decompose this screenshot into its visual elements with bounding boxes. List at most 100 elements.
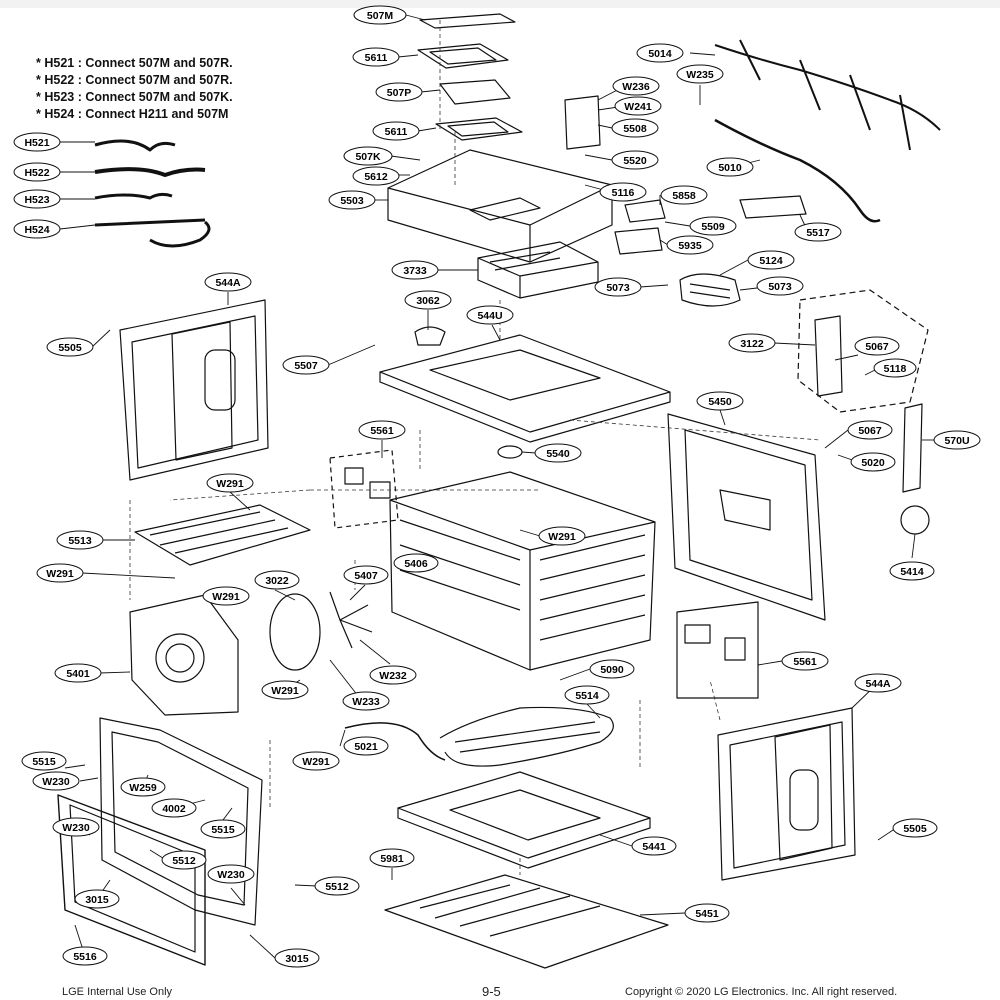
assembly-3122 [797,289,929,413]
svg-text:W259: W259 [129,782,157,794]
bracket-570u [902,403,923,493]
svg-text:W230: W230 [62,822,90,834]
top-plate-544u [379,334,671,433]
callout-5981: 5981 [369,848,415,868]
callout-5561-lower: 5561 [781,651,829,671]
svg-text:5520: 5520 [623,155,647,167]
svg-text:5090: 5090 [600,664,624,676]
door-frame-5512 [99,717,263,926]
callout-5611-lower: 5611 [372,121,420,141]
callout-h524: H524 [13,219,61,239]
callout-5561-upper: 5561 [358,420,406,440]
callout-5021: 5021 [343,736,389,756]
harness-h524 [94,218,211,248]
callout-4002: 4002 [151,798,197,818]
svg-text:5414: 5414 [900,566,924,578]
svg-text:5124: 5124 [759,255,783,267]
callout-5935: 5935 [666,235,714,255]
front-frame-5450 [667,413,826,621]
part-drawings [57,13,941,969]
note-h524: * H524 : Connect H211 and 507M [36,107,229,121]
svg-text:570U: 570U [944,435,969,447]
control-tray-5503 [387,149,613,263]
callout-5407: 5407 [343,565,389,585]
svg-text:544A: 544A [865,678,891,690]
callout-5067-upper: 5067 [854,336,900,356]
svg-text:5116: 5116 [612,187,635,199]
callout-h522: H522 [13,162,61,182]
switch-5508 [564,95,601,150]
callout-5513: 5513 [56,530,104,550]
callout-5503: 5503 [328,190,376,210]
callout-w232: W232 [369,665,417,685]
svg-text:5513: 5513 [68,535,92,547]
frame-5611-lower [435,117,523,141]
callout-w233: W233 [342,691,390,711]
callout-570u: 570U [933,430,981,450]
callout-5516: 5516 [62,946,108,966]
callout-w291-a: W291 [206,473,254,493]
note-h523: * H523 : Connect 507M and 507K. [36,90,233,104]
callout-5451: 5451 [684,903,730,923]
callout-5073-right: 5073 [756,276,804,296]
svg-text:5505: 5505 [58,342,82,354]
svg-text:3015: 3015 [85,894,109,906]
duct-5540 [497,445,523,459]
svg-text:5505: 5505 [903,823,927,835]
svg-text:5611: 5611 [385,126,408,138]
callout-w230-a: W230 [32,771,80,791]
callout-5505-right: 5505 [892,818,938,838]
svg-text:H522: H522 [24,167,49,179]
svg-text:5067: 5067 [858,425,882,437]
svg-text:5516: 5516 [73,951,97,963]
svg-text:W291: W291 [46,568,74,580]
svg-text:544U: 544U [477,310,502,322]
svg-text:4002: 4002 [162,803,186,815]
relay-5858 [624,199,666,223]
svg-text:W232: W232 [379,670,407,682]
svg-text:W291: W291 [302,756,330,768]
callout-5509: 5509 [689,216,737,236]
bottom-tray-5441 [397,771,651,859]
wire-5021 [344,722,446,761]
callout-5010: 5010 [706,157,754,177]
callout-w291-d: W291 [538,526,586,546]
callout-h523: H523 [13,189,61,209]
svg-text:5561: 5561 [793,656,817,668]
svg-text:3015: 3015 [285,953,309,965]
door-trim-5516 [57,794,206,966]
callout-w291-e: W291 [261,680,309,700]
callout-w241: W241 [614,96,662,116]
callout-w236: W236 [612,76,660,96]
svg-text:5073: 5073 [606,282,630,294]
callout-5406: 5406 [393,553,439,573]
callout-w291-f: W291 [292,751,340,771]
svg-text:5508: 5508 [623,123,647,135]
callout-5512-left: 5512 [161,850,207,870]
bake-element-5514 [439,706,614,767]
panel-507m [419,13,516,29]
svg-text:W236: W236 [622,81,650,93]
frame-5611-upper [417,43,509,69]
svg-text:3022: 3022 [265,575,289,587]
footer-page-number: 9-5 [482,984,501,999]
convection-element-3022 [269,593,321,671]
relay-5935 [614,227,663,255]
svg-text:5512: 5512 [325,881,349,893]
svg-text:5118: 5118 [884,363,907,375]
svg-text:5517: 5517 [806,227,830,239]
callout-w230-b: W230 [52,817,100,837]
harness-notes: * H521 : Connect 507M and 507R. * H522 :… [36,55,233,123]
callout-3022: 3022 [254,570,300,590]
svg-text:5406: 5406 [404,558,428,570]
callout-5612: 5612 [352,166,400,186]
callout-5116: 5116 [599,182,647,202]
fan-5124 [679,273,741,307]
side-panel-544a-right [717,707,856,881]
callout-544a-left: 544A [204,272,252,292]
callouts: 507M 5611 507P 5611 507K 5612 5503 5520 … [13,5,981,968]
callout-3733: 3733 [391,260,439,280]
callout-5517: 5517 [794,222,842,242]
switch-5561-lower [676,601,759,699]
